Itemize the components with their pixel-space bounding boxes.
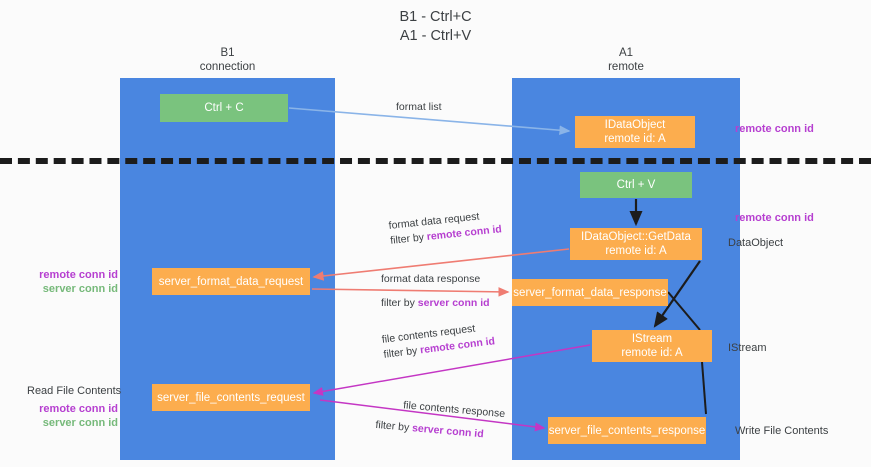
title-line-1: B1 - Ctrl+C <box>399 9 472 25</box>
node-ctrl-c[interactable]: Ctrl + C <box>160 94 288 122</box>
node-server-format-data-response-label: server_format_data_response <box>513 286 667 299</box>
filter-prefix: filter by <box>382 344 421 361</box>
node-getdata[interactable]: IDataObject::GetData remote id: A <box>570 228 702 260</box>
lane-header-b1: B1 connection <box>120 46 335 74</box>
filter-key-server-conn-id: server conn id <box>411 422 485 441</box>
annotation-left-remote-conn-id-mid: remote conn id <box>39 269 118 281</box>
node-istream[interactable]: IStream remote id: A <box>592 330 712 362</box>
node-ctrl-v-label: Ctrl + V <box>616 179 656 191</box>
filter-prefix: filter by <box>381 297 418 309</box>
title-line-2: A1 - Ctrl+V <box>399 28 472 44</box>
edge-label-format-data-response-filter: filter by server conn id <box>381 296 490 311</box>
annotation-left-server-conn-id-bottom: server conn id <box>42 417 118 429</box>
node-server-format-data-request-label: server_format_data_request <box>158 275 304 288</box>
node-server-file-contents-response[interactable]: server_file_contents_response <box>548 417 706 444</box>
node-istream-label: IStream <box>631 333 673 345</box>
annotation-left-remote-conn-id-bottom: remote conn id <box>39 403 118 415</box>
edge-label-file-contents-response-filter: filter by server conn id <box>375 418 504 444</box>
node-server-file-contents-response-label: server_file_contents_response <box>548 424 706 437</box>
node-ctrl-v[interactable]: Ctrl + V <box>580 172 692 198</box>
filter-prefix: filter by <box>389 231 428 247</box>
lane-header-b1-subtitle: connection <box>199 61 256 73</box>
edge-label-format-data-request: format data request filter by remote con… <box>388 207 503 249</box>
edge-label-format-data-response-text: format data response <box>381 273 481 285</box>
phase-divider <box>0 158 871 164</box>
edge-label-file-contents-response: file contents response filter by server … <box>375 396 506 444</box>
node-idataobject[interactable]: IDataObject remote id: A <box>575 116 695 148</box>
lane-header-b1-name: B1 <box>220 47 235 59</box>
annotation-left-server-conn-id-mid: server conn id <box>42 283 118 295</box>
lane-header-a1-subtitle: remote <box>608 61 644 73</box>
filter-prefix: filter by <box>374 418 413 435</box>
node-server-format-data-request[interactable]: server_format_data_request <box>152 268 310 295</box>
lane-header-a1-name: A1 <box>618 47 634 59</box>
annotation-remote-conn-id-top: remote conn id <box>735 123 814 135</box>
annotation-read-file-contents: Read File Contents <box>27 385 122 397</box>
annotation-istream: IStream <box>728 342 767 354</box>
node-ctrl-c-label: Ctrl + C <box>204 102 244 114</box>
annotation-remote-conn-id-mid: remote conn id <box>735 212 814 224</box>
node-server-file-contents-request-label: server_file_contents_request <box>157 391 305 404</box>
lane-header-a1: A1 remote <box>512 46 740 74</box>
edge-label-file-contents-response-text: file contents response <box>402 399 506 421</box>
annotation-write-file-contents: Write File Contents <box>735 425 829 437</box>
annotation-dataobject: DataObject <box>728 237 784 249</box>
node-getdata-label: IDataObject::GetData <box>581 231 691 243</box>
node-idataobject-label: IDataObject <box>604 119 666 131</box>
node-server-format-data-response[interactable]: server_format_data_response <box>512 279 668 306</box>
edge-label-format-list-text: format list <box>396 101 442 113</box>
filter-key-server-conn-id: server conn id <box>417 297 490 309</box>
edge-label-format-list: format list <box>396 100 442 115</box>
node-getdata-sublabel: remote id: A <box>605 245 667 257</box>
node-idataobject-sublabel: remote id: A <box>604 133 666 145</box>
annotation-left-conn-ids-bottom: remote conn id server conn id <box>18 402 118 430</box>
node-server-file-contents-request[interactable]: server_file_contents_request <box>152 384 310 411</box>
node-istream-sublabel: remote id: A <box>621 347 683 359</box>
annotation-left-conn-ids-mid: remote conn id server conn id <box>18 268 118 296</box>
edge-label-file-contents-request: file contents request filter by remote c… <box>381 319 496 362</box>
edge-label-format-data-response: format data response filter by server co… <box>381 272 490 311</box>
page-title: B1 - Ctrl+C A1 - Ctrl+V <box>0 8 871 46</box>
